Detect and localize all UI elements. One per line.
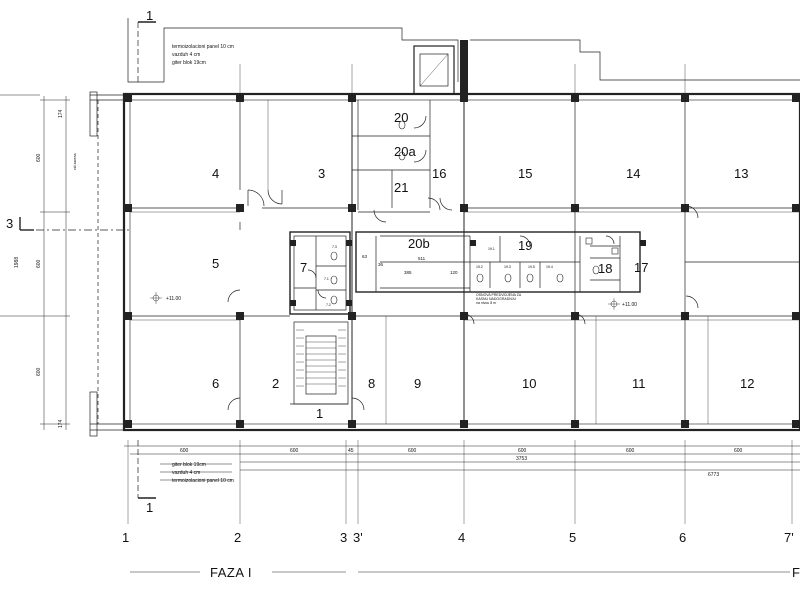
elevation-marker-left: +11.00: [150, 292, 181, 304]
elevation-right: +11.00: [622, 302, 637, 308]
room-3: 3: [318, 166, 325, 181]
elevation-marker-right: +11.00: [608, 298, 637, 310]
room-20a: 20a: [394, 144, 416, 159]
dim-36: 36: [378, 262, 384, 267]
section-mark-left: 3: [6, 216, 13, 231]
room-1: 1: [316, 406, 323, 421]
dim-120: 120: [450, 270, 458, 275]
room-18: 18: [598, 261, 612, 276]
room-19-4: 19.4: [546, 265, 553, 269]
dim-385: 385: [404, 270, 412, 275]
room-17: 17: [634, 260, 648, 275]
axis-5: 5: [569, 530, 576, 545]
room-14: 14: [626, 166, 640, 181]
dim-left-174b: 174: [58, 419, 64, 428]
dim-left-600c: 600: [36, 367, 42, 376]
dim-bottom-600-4: 600: [518, 448, 527, 454]
layer-note-top-2: vazduh 4 cm: [172, 52, 200, 58]
room-4: 4: [212, 166, 219, 181]
dim-left-600b: 600: [36, 259, 42, 268]
axis-2: 2: [234, 530, 241, 545]
room-8: 8: [368, 376, 375, 391]
room-20: 20: [394, 110, 408, 125]
room-7-3: 7.3: [332, 245, 337, 249]
axis-1: 1: [122, 530, 129, 545]
room-10: 10: [522, 376, 536, 391]
axis-7-prime: 7': [784, 530, 794, 545]
room-16: 16: [432, 166, 446, 181]
corridor-note-1: OSNOVA PREDVIDJENA ZA: [476, 293, 522, 297]
room-19-3: 19.3: [504, 265, 511, 269]
dim-bottom-600-6: 600: [734, 448, 743, 454]
dim-bottom-600-1: 600: [180, 448, 189, 454]
room-7: 7: [300, 260, 307, 275]
room-5: 5: [212, 256, 219, 271]
dim-bottom-600-3: 600: [408, 448, 417, 454]
dim-bottom-600-5: 600: [626, 448, 635, 454]
layer-note-bottom-2: vazduh 4 cm: [172, 470, 200, 476]
layer-note-top-1: termoizolacioni panel 10 cm: [172, 44, 234, 50]
room-11: 11: [632, 376, 646, 391]
room-7-2: 7.2: [326, 303, 331, 307]
corridor-note-2: KASNU NADOGRADNJU: [476, 297, 517, 301]
room-19-5: 19.5: [528, 265, 535, 269]
room-19-2: 19.2: [476, 265, 483, 269]
dim-total-a: 3753: [516, 456, 527, 462]
dim-bottom-45: 45: [348, 448, 354, 454]
dim-left-600a: 600: [36, 153, 42, 162]
axis-3: 3: [340, 530, 347, 545]
corridor-note-3: na nivou 8 m: [476, 301, 496, 305]
room-20b: 20b: [408, 236, 430, 251]
section-mark-bottom: 1: [146, 500, 153, 515]
dim-left-1988: 1988: [14, 257, 20, 268]
axis-3-prime: 3': [353, 530, 363, 545]
section-mark-top: 1: [146, 8, 153, 23]
layer-note-bottom-3: termoizolacioni panel 10 cm: [172, 478, 234, 484]
room-13: 13: [734, 166, 748, 181]
axis-4: 4: [458, 530, 465, 545]
room-21: 21: [394, 180, 408, 195]
room-15: 15: [518, 166, 532, 181]
room-19: 19: [518, 238, 532, 253]
dim-63: 63: [362, 254, 368, 259]
room-7-1: 7.1: [324, 277, 329, 281]
dim-bottom-600-2: 600: [290, 448, 299, 454]
phase-label-right: F: [792, 565, 800, 580]
room-9: 9: [414, 376, 421, 391]
phase-label: FAZA I: [210, 565, 252, 580]
room-19-1: 19.1: [488, 247, 495, 251]
layer-note-bottom-1: giter blok 19cm: [172, 462, 206, 468]
elevation-left: +11.00: [166, 296, 181, 302]
axis-6: 6: [679, 530, 686, 545]
room-12: 12: [740, 376, 754, 391]
structural-columns: [124, 40, 800, 428]
left-note: zid zavesa: [73, 153, 77, 170]
dim-left-174a: 174: [58, 109, 64, 118]
dim-total-b: 6773: [708, 472, 719, 478]
room-2: 2: [272, 376, 279, 391]
room-6: 6: [212, 376, 219, 391]
dim-511: 511: [418, 256, 426, 261]
layer-note-top-3: giter blok 19cm: [172, 60, 206, 66]
